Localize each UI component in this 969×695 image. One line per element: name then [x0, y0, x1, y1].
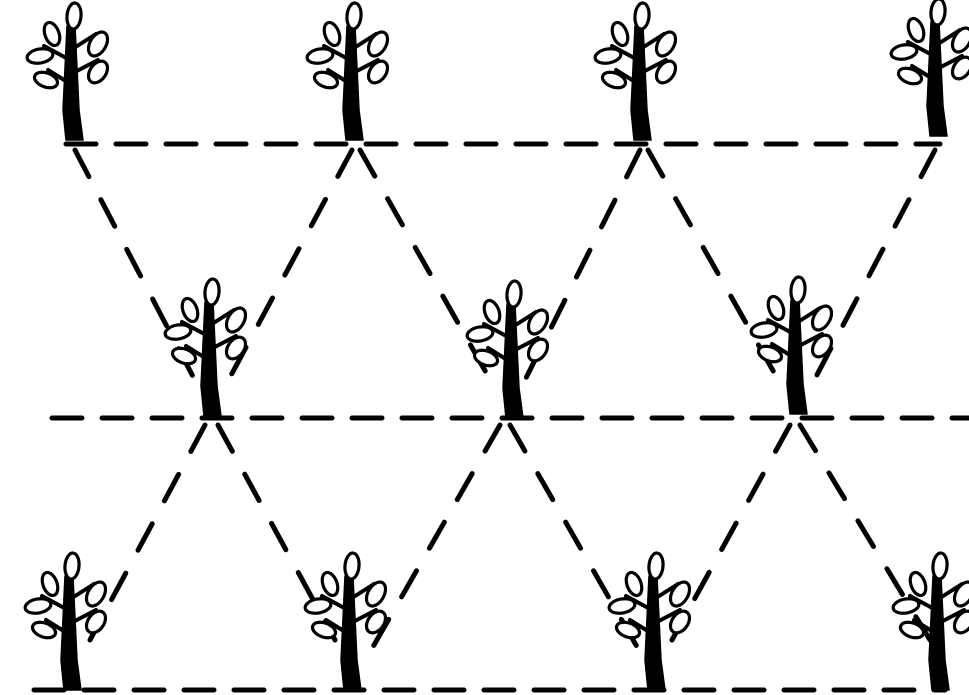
tree-icon	[304, 552, 389, 690]
tree-icon	[466, 280, 551, 418]
diagonal-line	[90, 425, 205, 640]
tree-row-middle	[164, 276, 835, 418]
tree-icon	[890, 0, 969, 136]
tree-icon	[164, 278, 249, 416]
diagonal-line	[510, 425, 640, 652]
diagonal-line	[808, 150, 935, 392]
tree-icon	[24, 552, 109, 690]
diagonal-line	[672, 425, 790, 640]
tree-icon	[608, 552, 693, 690]
tree-row-bottom	[24, 552, 969, 690]
tree-icon	[26, 2, 111, 140]
tree-icon	[306, 2, 391, 140]
tree-icon	[750, 276, 835, 414]
diagonal-line	[370, 425, 500, 652]
tree-icon	[892, 552, 969, 690]
row-lines	[34, 144, 969, 690]
tree-row-top	[26, 0, 969, 140]
tree-icon	[594, 2, 679, 140]
